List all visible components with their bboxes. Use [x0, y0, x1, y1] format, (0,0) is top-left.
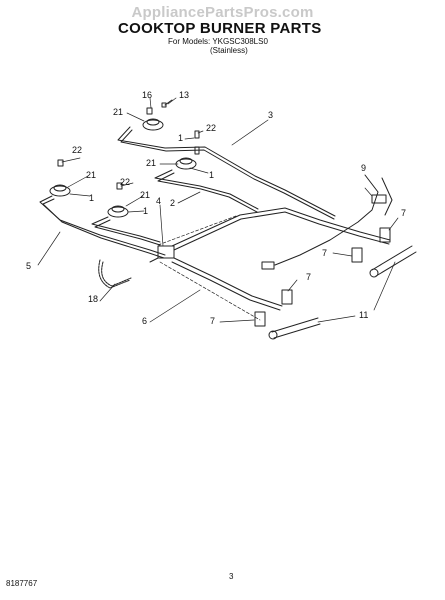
- burner-tube-front-right: [91, 216, 161, 246]
- callout-22: 22: [120, 177, 131, 187]
- valve-7-center: [281, 289, 293, 305]
- burner-front-right: [107, 182, 129, 218]
- callout-1: 1: [178, 133, 184, 143]
- wire-harness-9: [261, 174, 393, 270]
- callout-6: 6: [142, 316, 148, 326]
- burner-rear-right: [175, 157, 197, 170]
- valve-7-right-lower: [351, 247, 363, 263]
- burner-front-left: [49, 159, 71, 197]
- manifold-pipe: [171, 207, 391, 311]
- callout-22: 22: [206, 123, 217, 133]
- burner-rear-left: [142, 107, 164, 131]
- watermark: AppliancePartsPros.com: [131, 4, 314, 21]
- valve-7-right-upper: [379, 227, 391, 243]
- callout-13: 13: [179, 90, 190, 100]
- callout-7: 7: [210, 316, 216, 326]
- models-sub: (Stainless): [210, 46, 248, 55]
- callout-18: 18: [88, 294, 99, 304]
- callout-11: 11: [359, 310, 369, 320]
- callout-1: 1: [209, 170, 215, 180]
- manifold-rail-11-right: [369, 245, 417, 278]
- callout-1: 1: [89, 193, 95, 203]
- leader-lines: [37, 97, 399, 323]
- manifold-rail-11-left: [268, 317, 321, 340]
- callout-16: 16: [142, 90, 153, 100]
- burner-tube-2: [154, 169, 259, 213]
- valve-7-left: [254, 311, 266, 327]
- callout-22: 22: [72, 145, 83, 155]
- callout-3: 3: [268, 110, 274, 120]
- callout-9: 9: [361, 163, 367, 173]
- callout-1: 1: [143, 206, 149, 216]
- document-number: 8187767: [6, 579, 38, 588]
- burner-tube-3: [117, 126, 336, 220]
- flex-gas-line-18: [98, 259, 132, 289]
- manifold-valve-4: [149, 245, 175, 263]
- callout-7: 7: [306, 272, 312, 282]
- callout-7: 7: [322, 248, 328, 258]
- page-title: COOKTOP BURNER PARTS: [118, 20, 322, 37]
- callout-4: 4: [156, 196, 162, 206]
- callout-5: 5: [26, 261, 32, 271]
- callout-21: 21: [113, 107, 124, 117]
- callout-21: 21: [146, 158, 157, 168]
- callout-2: 2: [170, 198, 176, 208]
- callout-21: 21: [86, 170, 97, 180]
- callout-7: 7: [401, 208, 407, 218]
- callout-21: 21: [140, 190, 151, 200]
- screw-13: [161, 99, 173, 108]
- burner-tube-5: [39, 195, 166, 259]
- page-number: 3: [229, 572, 234, 581]
- models-line: For Models: YKGSC308LS0: [168, 37, 268, 46]
